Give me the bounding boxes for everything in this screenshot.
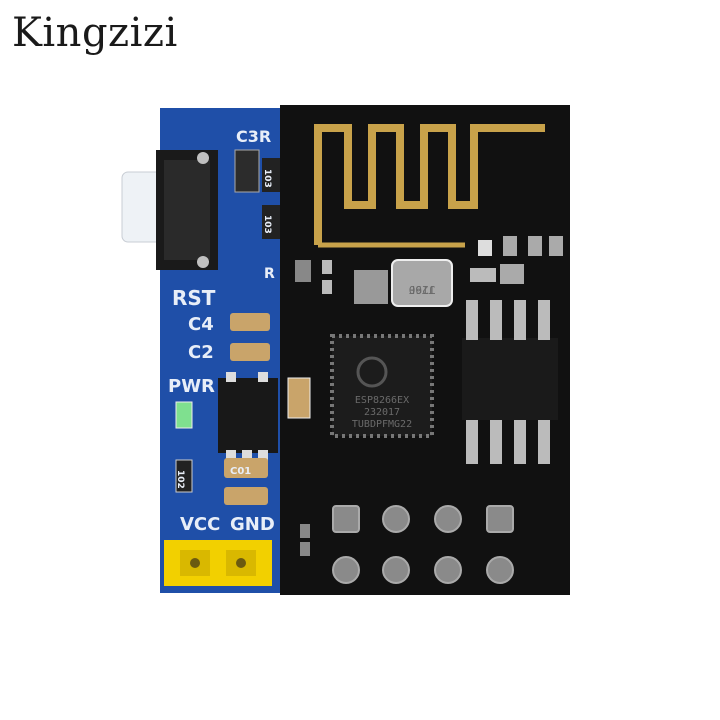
crystal <box>391 259 453 307</box>
label-c01: C01 <box>230 466 251 477</box>
label-r: R <box>264 266 275 282</box>
label-rst: RST <box>172 286 216 310</box>
label-vcc: VCC <box>180 514 220 535</box>
chip-line2: 232017 <box>364 407 400 418</box>
crystal-line2: T260 <box>409 283 436 296</box>
flash-chip <box>462 338 558 420</box>
crystal-line1: JT9F <box>409 283 436 296</box>
resistor-code-2: 103 <box>262 215 272 234</box>
resistor-code-1: 103 <box>262 169 272 188</box>
label-c3r: C3R <box>236 127 271 146</box>
pin-pads <box>332 505 514 584</box>
label-c2: C2 <box>188 342 214 363</box>
label-gnd: GND <box>230 514 275 535</box>
label-pwr: PWR <box>168 376 215 397</box>
chip-line1: ESP8266EX <box>355 395 409 406</box>
brand-watermark: Kingzizi <box>12 10 178 56</box>
esp8266-chip <box>330 334 434 438</box>
chip-line3: TUBDPFMG22 <box>352 419 412 430</box>
antenna-trace <box>314 124 545 245</box>
label-c4: C4 <box>188 314 214 335</box>
resistor-code-3: 102 <box>175 470 185 489</box>
espressif-logo-icon <box>356 356 388 388</box>
